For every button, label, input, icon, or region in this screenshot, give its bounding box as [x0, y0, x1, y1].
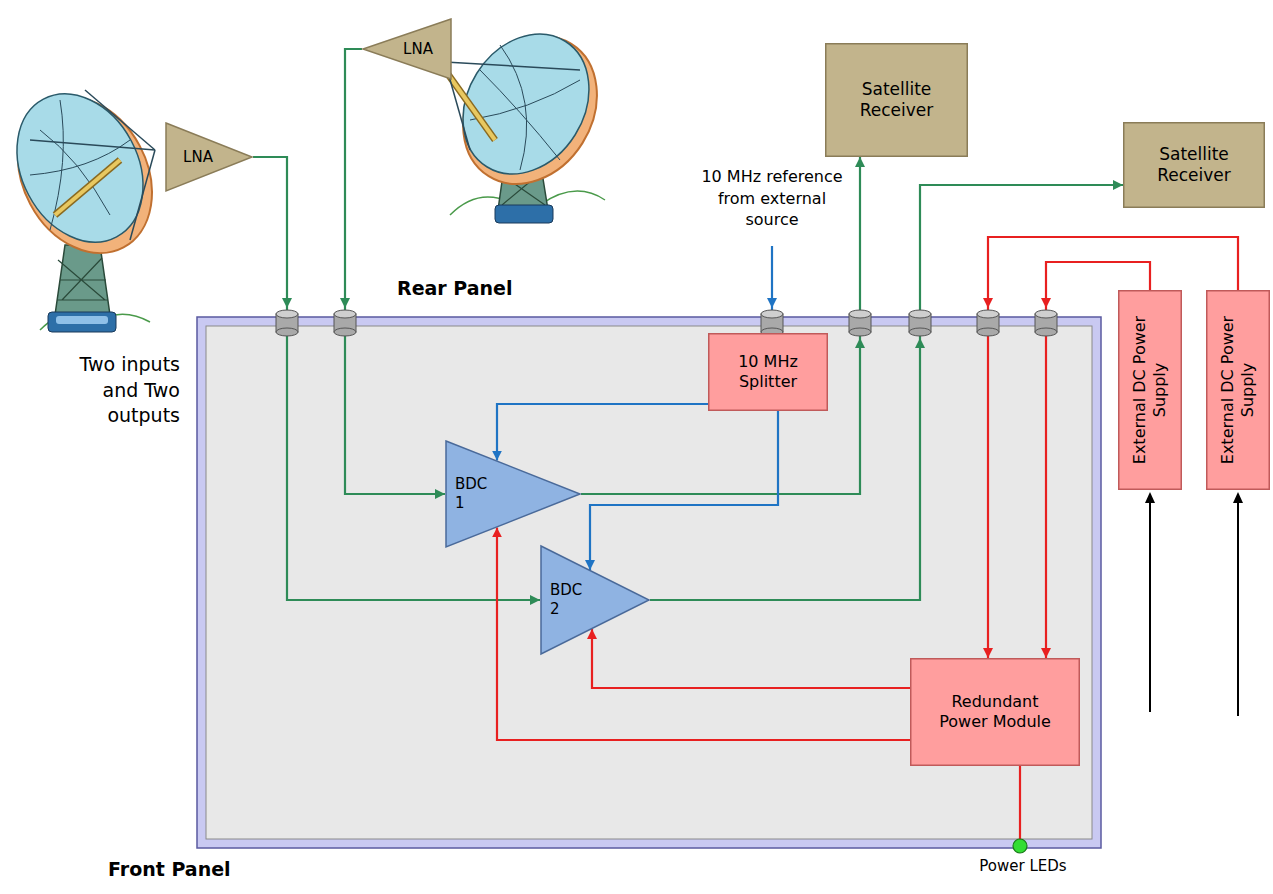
label-holder: Two inputs and Two outputs — [4, 352, 180, 429]
led-label: Power LEDs — [979, 856, 1066, 876]
panel-heading: Rear Panel — [397, 277, 512, 301]
mains-wire — [1237, 500, 1239, 716]
signal-connector — [592, 629, 910, 688]
arrow-head — [282, 298, 292, 308]
port-connector — [761, 310, 783, 318]
port-connector — [276, 328, 298, 336]
arrow-head — [1145, 492, 1155, 503]
port-connector — [334, 310, 356, 318]
node-label: LNA — [403, 40, 433, 59]
text-holder: Satellite Receiver — [825, 43, 968, 157]
node-outline — [709, 334, 828, 411]
text-holder: BDC 2 — [540, 545, 650, 655]
port-connector — [276, 310, 298, 318]
power-supply-box: External DC Power Supply — [1206, 290, 1270, 490]
label-holder: Front Panel — [108, 858, 231, 882]
splitter-box: 10 MHz Splitter — [708, 333, 828, 411]
arrow-head — [767, 298, 777, 308]
chassis-frame — [197, 317, 1101, 848]
port-connector — [849, 310, 871, 318]
node-outline — [911, 659, 1080, 766]
node-label: 10 MHz Splitter — [722, 352, 814, 392]
node-outline — [363, 19, 451, 79]
port-connector — [977, 328, 999, 336]
label-holder: 10 MHz reference from external source — [680, 166, 864, 231]
node-label: Satellite Receiver — [834, 79, 959, 122]
satellite-dish — [0, 72, 178, 332]
signal-connector — [497, 527, 910, 740]
node-label: External DC Power Supply — [1130, 315, 1170, 465]
arrow-head — [915, 338, 925, 348]
arrow-head — [1233, 492, 1243, 503]
receiver-box: Satellite Receiver — [1123, 122, 1265, 208]
signal-connector — [988, 237, 1238, 658]
node-outline — [541, 546, 649, 654]
text-holder: LNA — [362, 18, 452, 80]
node-outline — [1207, 291, 1270, 490]
port-connector — [1035, 310, 1057, 318]
amplifier-triangle: LNA — [362, 18, 452, 80]
note-text: Two inputs and Two outputs — [50, 352, 180, 429]
label-holder: Power LEDs — [968, 856, 1078, 876]
reference-note: 10 MHz reference from external source — [692, 166, 852, 231]
signal-connector — [345, 49, 445, 494]
signal-connector — [650, 185, 1123, 600]
converter-triangle: BDC 1 — [445, 440, 581, 548]
converter-triangle: BDC 2 — [540, 545, 650, 655]
text-holder: 10 MHz Splitter — [708, 333, 828, 411]
node-label: LNA — [183, 148, 213, 167]
node-outline — [1124, 123, 1265, 208]
node-outline — [826, 44, 968, 157]
node-label: BDC 2 — [550, 581, 594, 619]
node-label: Redundant Power Module — [939, 692, 1051, 732]
chassis: Rear PanelFront Panel10 MHz SplitterBDC … — [197, 317, 1101, 848]
text-holder: Redundant Power Module — [910, 658, 1080, 766]
arrow-head — [855, 338, 865, 348]
signal-connector — [497, 404, 708, 461]
port-connector — [849, 328, 871, 336]
node-label: Satellite Receiver — [1132, 144, 1257, 187]
power-module-box: Redundant Power Module — [910, 658, 1080, 766]
amplifier-triangle: LNA — [165, 122, 253, 192]
node-outline — [166, 123, 252, 191]
power-supply-box: External DC Power Supply — [1118, 290, 1182, 490]
port-connector — [977, 310, 999, 318]
text-holder: Satellite Receiver — [1123, 122, 1265, 208]
port-connector — [334, 328, 356, 336]
arrow-head — [983, 298, 993, 308]
text-holder: BDC 1 — [445, 440, 581, 548]
port-connector — [909, 328, 931, 336]
text-holder: LNA — [165, 122, 253, 192]
label-holder: Rear Panel — [397, 277, 512, 301]
node-label: External DC Power Supply — [1218, 315, 1258, 465]
led-wire — [1019, 766, 1021, 840]
arrow-head — [1041, 298, 1051, 308]
port-connector — [909, 310, 931, 318]
panel-heading: Front Panel — [108, 858, 231, 882]
node-label: BDC 1 — [455, 475, 499, 513]
chassis-interior — [206, 326, 1092, 839]
node-outline — [445, 440, 581, 548]
satellite-dish — [436, 11, 624, 223]
port-connector — [1035, 328, 1057, 336]
node-outline — [446, 441, 580, 547]
led-indicator — [1013, 839, 1027, 853]
signal-connector — [590, 411, 778, 570]
arrow-head — [340, 298, 350, 308]
node-outline — [1119, 291, 1182, 490]
receiver-box: Satellite Receiver — [825, 43, 968, 157]
text-holder: External DC Power Supply — [1206, 290, 1270, 490]
mains-wire — [1149, 500, 1151, 712]
text-holder: External DC Power Supply — [1118, 290, 1182, 490]
signal-connector — [581, 157, 860, 494]
